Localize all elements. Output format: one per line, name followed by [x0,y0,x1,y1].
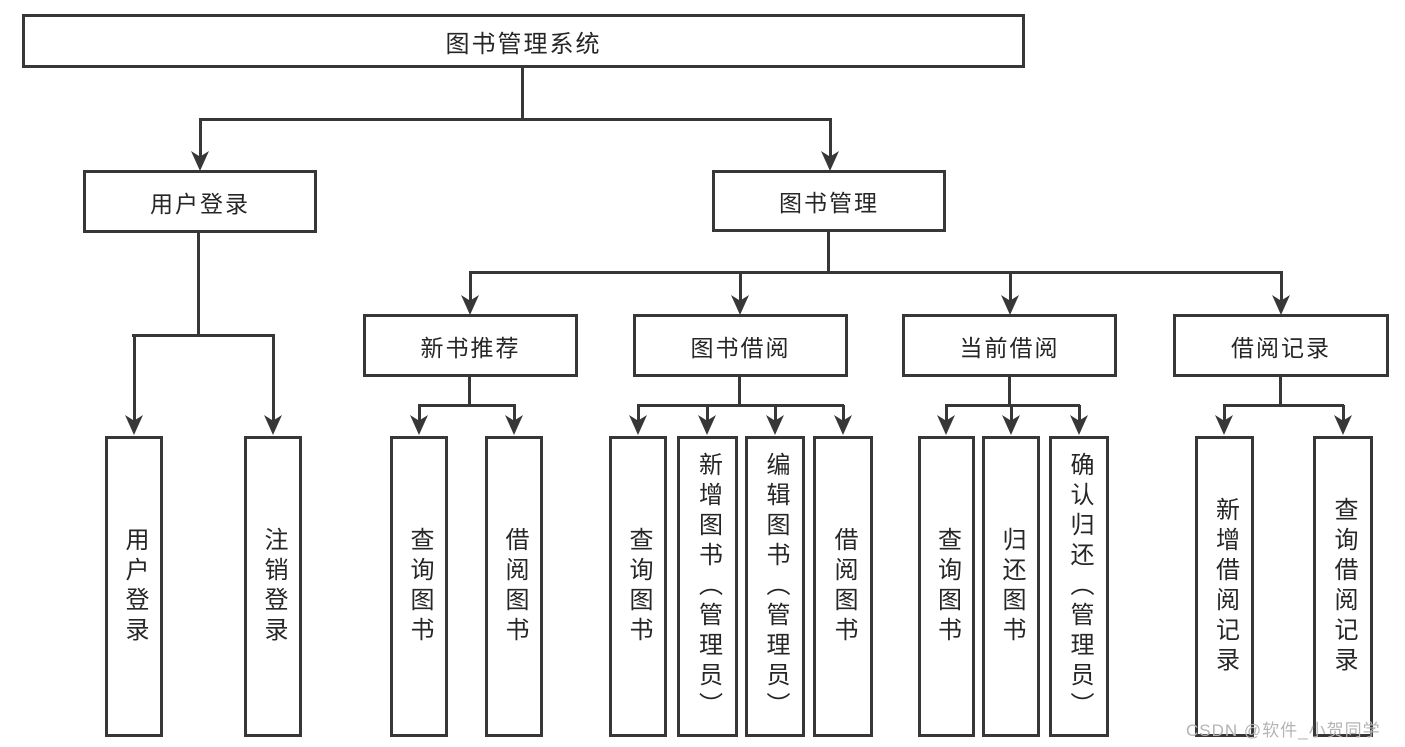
connector-arrow [1215,405,1233,435]
connector-book-borrow-stem [738,375,741,406]
connector-arrow [937,405,955,435]
connector-arrow [698,405,716,435]
node-leaf-add-book-admin: 新增图书（管理员） [677,436,738,737]
connector-arrow [629,405,647,435]
connector-book-borrow-branch [637,404,844,407]
node-leaf-borrow-books-1: 借阅图书 [485,436,543,737]
node-leaf-query-books-1: 查询图书 [390,436,448,737]
node-leaf-query-borrow-record: 查询借阅记录 [1313,436,1373,737]
node-root: 图书管理系统 [22,14,1025,68]
connector-new-book-branch [418,404,516,407]
connector-records-branch [1223,404,1344,407]
node-leaf-borrow-books-2: 借阅图书 [813,436,873,737]
node-leaf-return-book: 归还图书 [982,436,1040,737]
node-leaf-edit-book-admin: 编辑图书（管理员） [745,436,805,737]
connector-arrow [505,405,523,435]
node-book-management: 图书管理 [712,170,946,232]
node-leaf-add-borrow-record: 新增借阅记录 [1195,436,1254,737]
csdn-watermark: CSDN @软件_小贺同学 [1186,721,1381,740]
node-book-borrowing: 图书借阅 [633,314,848,377]
connector-arrow [1001,272,1019,315]
node-leaf-confirm-return-admin: 确认归还（管理员） [1049,436,1109,737]
node-user-login: 用户登录 [83,170,317,233]
node-leaf-user-login: 用户登录 [105,436,163,737]
connector-arrow [1070,405,1088,435]
connector-root-branch [199,118,832,121]
connector-arrow [731,272,749,315]
connector-arrow [1334,405,1352,435]
connector-arrow [766,405,784,435]
connector-current-borrow-stem [1008,375,1011,406]
connector-records-stem [1279,375,1282,406]
connector-arrow [1002,405,1020,435]
connector-new-book-stem [468,375,471,406]
connector-root-stem [521,66,524,121]
node-leaf-query-books-2: 查询图书 [609,436,667,737]
connector-user-login-branch [132,334,275,337]
connector-arrow [834,405,852,435]
node-leaf-logout: 注销登录 [244,436,302,737]
connector-book-mgmt-branch [469,271,1283,274]
connector-arrow [191,119,209,171]
node-leaf-query-books-3: 查询图书 [918,436,975,737]
connector-user-login-stem [197,230,200,336]
connector-book-mgmt-stem [827,229,830,274]
connector-arrow [821,119,839,171]
connector-arrow [410,405,428,435]
node-current-borrowing: 当前借阅 [902,314,1117,377]
connector-arrow [264,335,282,435]
connector-arrow [1272,272,1290,315]
connector-arrow [125,335,143,435]
connector-arrow [461,272,479,315]
node-borrowing-records: 借阅记录 [1173,314,1389,377]
node-new-book-recommend: 新书推荐 [363,314,578,377]
